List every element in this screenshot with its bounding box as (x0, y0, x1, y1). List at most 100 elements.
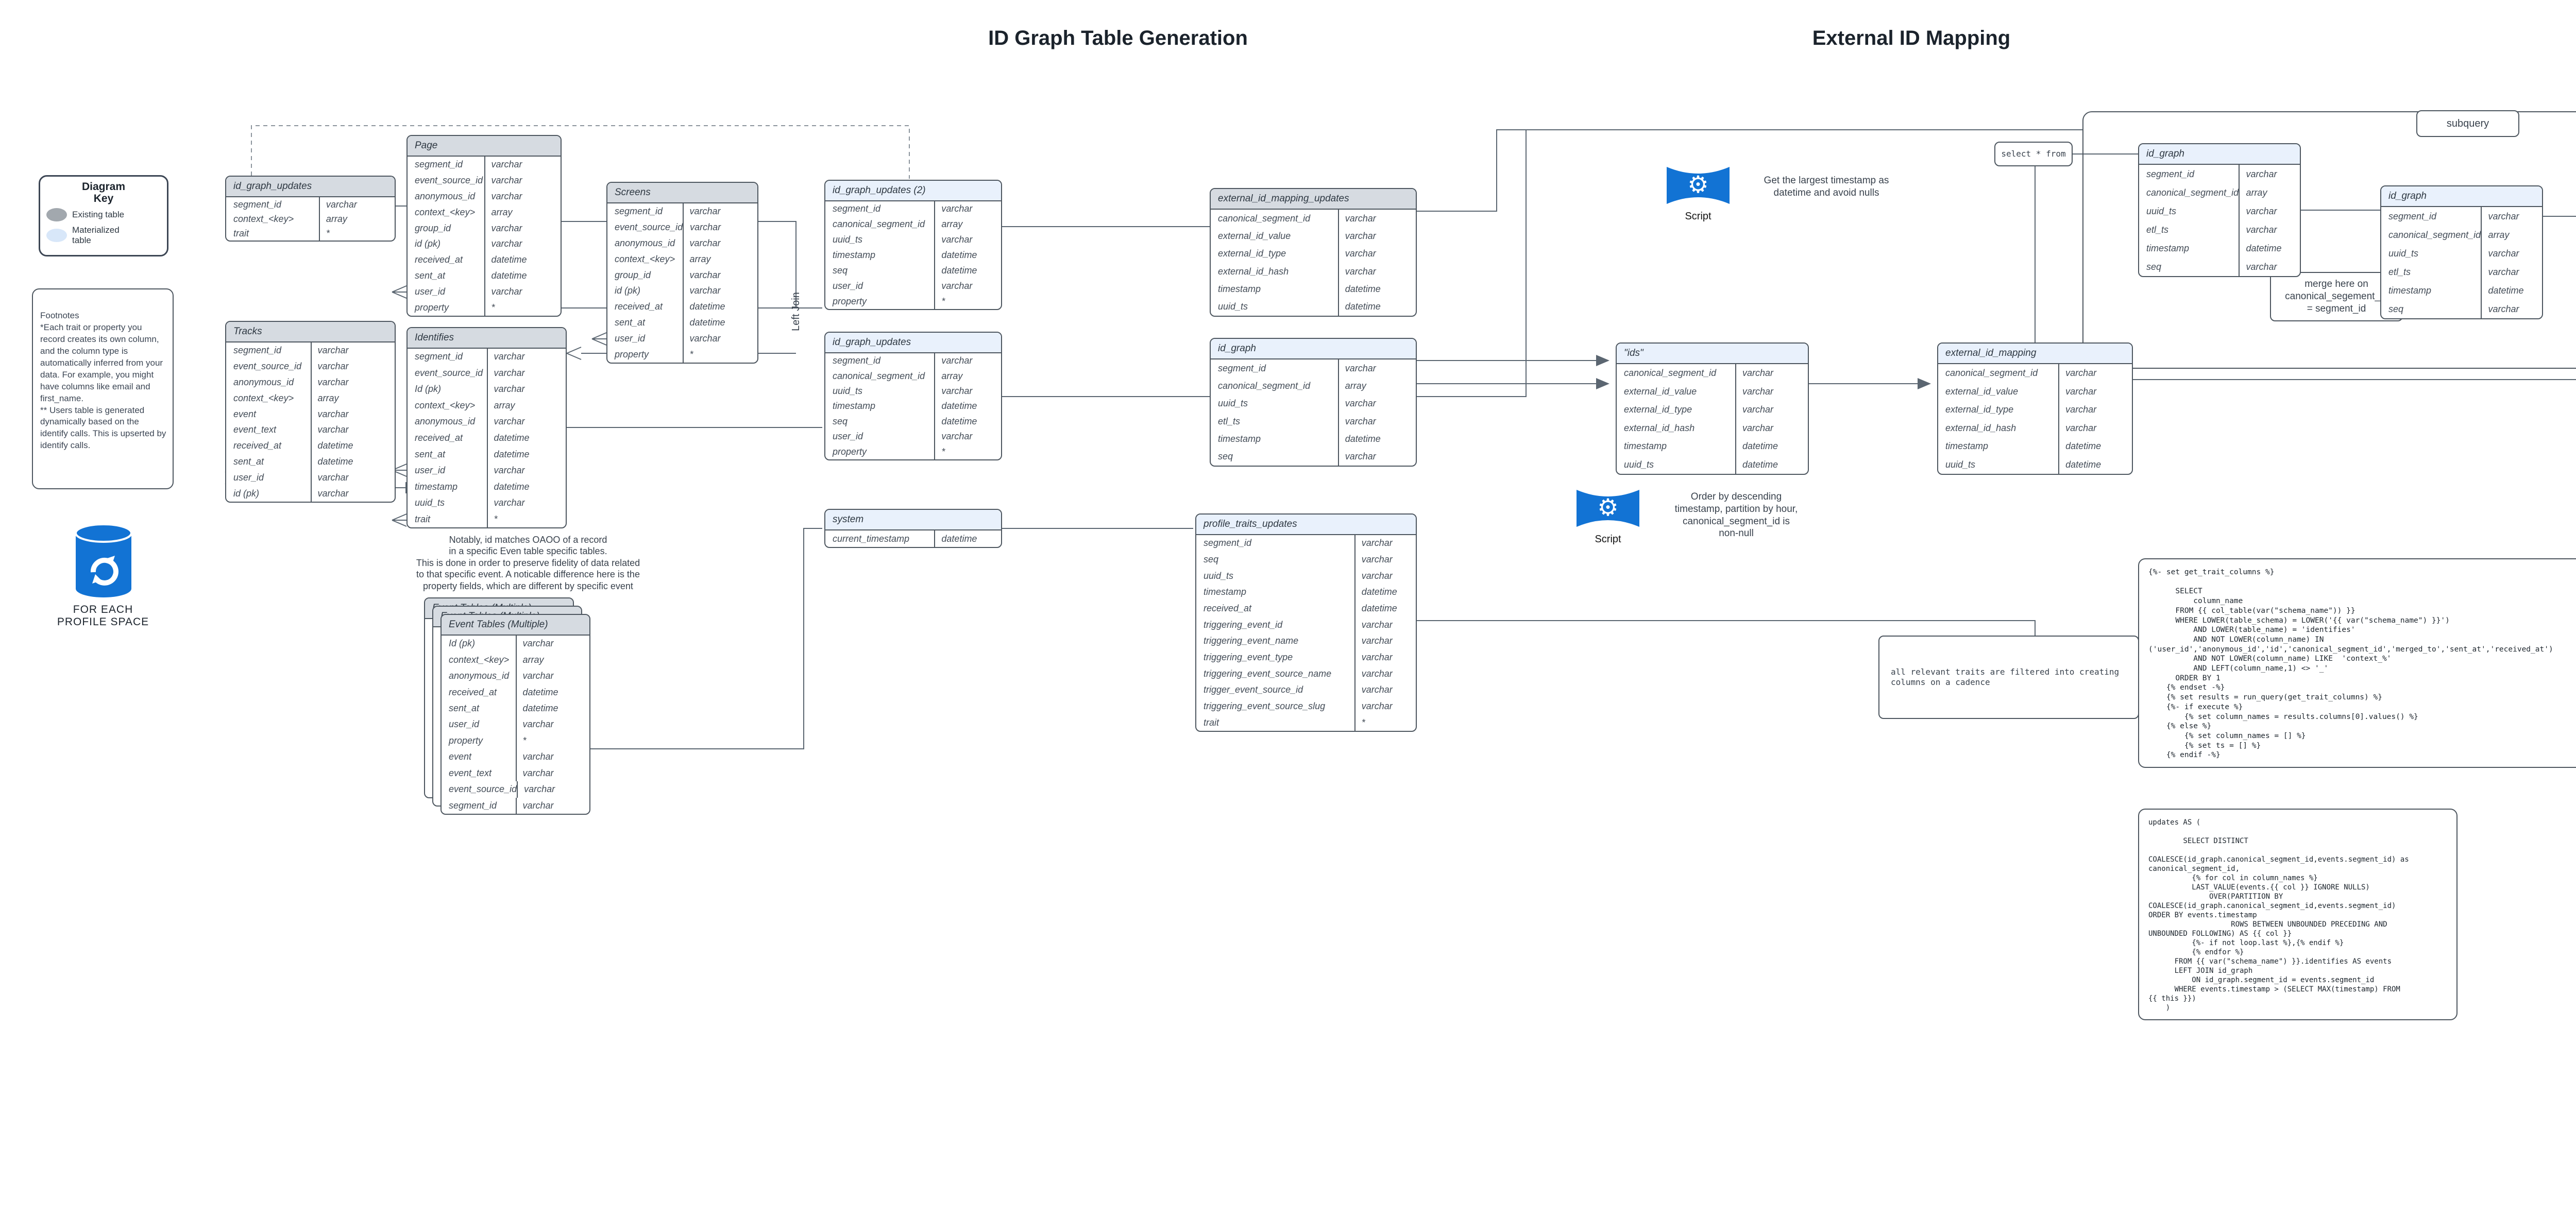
field-type: array (2481, 226, 2542, 244)
field-name: segment_id (1204, 538, 1252, 548)
field-row: property* (825, 444, 1001, 459)
field-name: canonical_segment_id (1218, 213, 1311, 224)
field-name: external_id_type (1624, 404, 1692, 415)
field-name: anonymous_id (233, 376, 294, 387)
field-type: varchar (1354, 633, 1416, 649)
field-name: segment_id (2388, 211, 2437, 221)
section-title-id-graph-table-generation: ID Graph Table Generation (988, 27, 1248, 49)
field-name: received_at (233, 440, 282, 451)
field-row: id (pk)varchar (408, 236, 561, 252)
field-type: * (934, 444, 1001, 459)
script-flag-gear-icon: ⚙ (1667, 167, 1730, 204)
field-type: varchar (310, 358, 395, 374)
field-type: array (310, 390, 395, 406)
field-name: anonymous_id (615, 237, 675, 248)
field-type: varchar (1354, 551, 1416, 568)
field-name: uuid_ts (1218, 398, 1248, 409)
field-row: context_<key>array (408, 397, 566, 414)
field-type: datetime (1337, 298, 1416, 316)
field-name: seq (833, 265, 848, 276)
field-name: seq (1218, 451, 1233, 462)
svg-text:⚙: ⚙ (1597, 493, 1618, 521)
field-type: varchar (484, 157, 561, 173)
code-text: updates AS ( SELECT DISTINCT COALESCE(id… (2148, 818, 2409, 1012)
field-type: varchar (1337, 262, 1416, 281)
field-type: datetime (1735, 455, 1808, 474)
field-name: group_id (615, 269, 651, 280)
svg-text:⚙: ⚙ (1687, 170, 1708, 198)
field-name: trait (1204, 717, 1219, 728)
field-type: varchar (484, 284, 561, 300)
field-name: seq (2146, 261, 2162, 272)
field-row: Id (pk)varchar (442, 636, 589, 652)
section-title-profile-traits: Profile Traits (2575, 27, 2576, 50)
field-type: array (484, 204, 561, 220)
field-type: varchar (2239, 220, 2300, 239)
field-type: array (486, 397, 566, 414)
subquery-label: subquery (2416, 110, 2519, 137)
field-type: varchar (1354, 682, 1416, 698)
existing-table-swatch (46, 208, 67, 222)
field-name: uuid_ts (833, 234, 863, 245)
field-type: datetime (484, 252, 561, 268)
field-name: user_id (233, 472, 264, 483)
field-name: segment_id (233, 199, 282, 210)
field-name: event_source_id (449, 784, 517, 795)
field-type: datetime (934, 263, 1001, 279)
script-label: Script (1595, 534, 1621, 545)
table-header: id_graph (1211, 339, 1416, 359)
field-name: received_at (615, 301, 663, 312)
field-type: varchar (515, 797, 590, 814)
field-type: varchar (2239, 258, 2300, 276)
field-type: varchar (517, 781, 589, 798)
script-note-2: Order by descending timestamp, partition… (1674, 491, 1798, 539)
field-type: varchar (484, 220, 561, 236)
materialized-table-swatch (46, 229, 67, 243)
field-name: sent_at (449, 703, 480, 714)
field-type: varchar (1735, 382, 1808, 401)
legend-item-materialized: Materialized table (46, 225, 161, 246)
field-name: canonical_segment_id (1624, 368, 1717, 379)
field-name: sent_at (233, 456, 264, 467)
table-header: id_graph_updates (2) (825, 181, 1001, 201)
field-name: event_source_id (415, 175, 483, 185)
field-type: varchar (486, 414, 566, 430)
field-type: array (1337, 377, 1416, 395)
field-type: varchar (310, 486, 395, 502)
field-name: segment_id (833, 203, 881, 214)
field-type: datetime (682, 315, 758, 331)
field-type: varchar (486, 462, 566, 479)
subquery-container (2082, 111, 2576, 369)
